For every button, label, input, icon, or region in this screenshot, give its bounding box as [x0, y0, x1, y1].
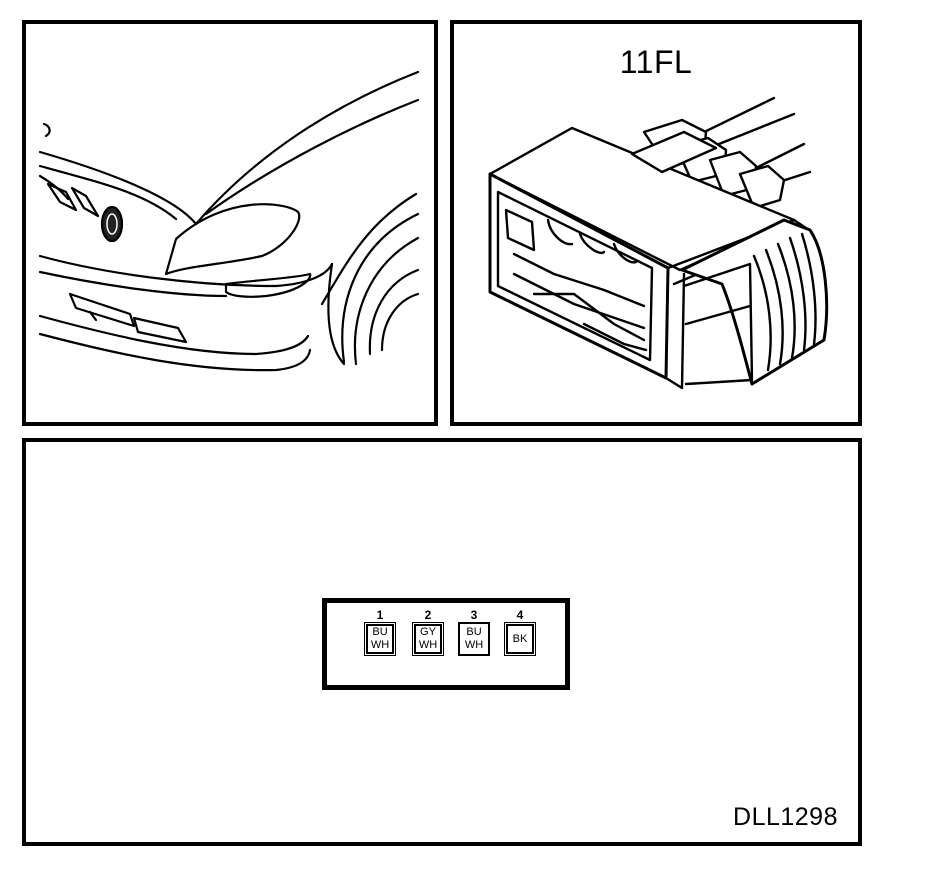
- pin-number: 1: [376, 608, 384, 622]
- drawing-code: DLL1298: [733, 803, 838, 831]
- pin-3: 3 BU WH: [457, 609, 491, 656]
- connector-title: 11FL: [619, 44, 693, 80]
- pin-number: 4: [516, 608, 524, 622]
- pin-color-code: BU WH: [458, 622, 490, 656]
- pin-4: 4 BK: [503, 609, 537, 656]
- pin-2: 2 GY WH: [411, 609, 445, 656]
- wire-color-stripe: WH: [370, 639, 390, 651]
- pin-color-code: BU WH: [364, 622, 396, 656]
- vehicle-location-panel: [22, 20, 438, 426]
- wire-color-primary: BK: [512, 632, 528, 645]
- pin-color-code: BK: [504, 622, 536, 656]
- pin-number: 3: [470, 608, 478, 622]
- connector-illustration: [488, 96, 829, 390]
- pinout-panel: 1 BU WH 2 GY WH 3 BU WH 4 BK: [22, 438, 862, 846]
- pin-color-code: GY WH: [412, 622, 444, 656]
- pin-1: 1 BU WH: [363, 609, 397, 656]
- pin-number: 2: [424, 608, 432, 622]
- connector-pin-face: 1 BU WH 2 GY WH 3 BU WH 4 BK: [322, 598, 570, 690]
- wire-color-primary: GY: [420, 626, 436, 638]
- connector-view-panel: 11FL: [450, 20, 862, 426]
- wire-color-stripe: WH: [418, 639, 438, 651]
- wire-color-primary: BU: [466, 626, 482, 638]
- wire-color-primary: BU: [372, 626, 388, 638]
- wire-color-stripe: WH: [464, 639, 484, 651]
- car-front-illustration: [38, 70, 420, 372]
